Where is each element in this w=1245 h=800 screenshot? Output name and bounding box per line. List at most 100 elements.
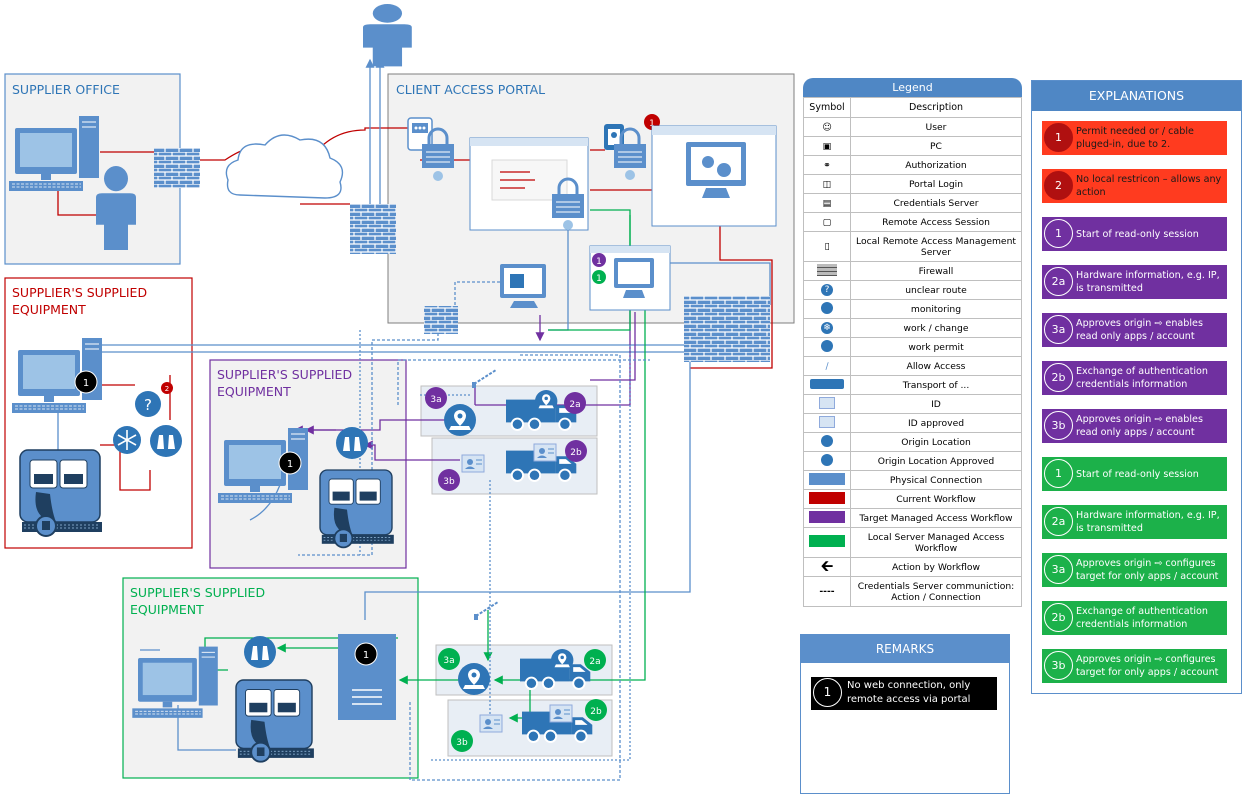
explanations-title: EXPLANATIONS (1032, 81, 1241, 111)
badge-green-2a (584, 649, 606, 671)
legend-row-label: ID (850, 394, 1022, 414)
explanation-number: 2b (1044, 363, 1073, 392)
legend-row-label: Credentials Server communiction: Action … (850, 576, 1022, 607)
purple-zone-analyzer-icon (319, 469, 395, 549)
badge-black-1-purple (278, 451, 302, 475)
badge-green-1-window-label: 1 (596, 274, 602, 284)
explanation-text: Approves origin ⇨ enables read only apps… (1076, 414, 1203, 438)
red-binoculars-icon (150, 425, 182, 457)
legend-title: Legend (803, 78, 1022, 97)
badge-black-1-red (74, 370, 98, 394)
explanation-number: 1 (1044, 219, 1073, 248)
badge-red-2-zone (161, 382, 173, 394)
badge-purple-3b (438, 469, 460, 491)
purple-truck-id-icon (533, 443, 557, 462)
supplier-office-firewall-icon (154, 148, 200, 188)
explanation-text: Hardware information, e.g. IP, is transm… (1076, 270, 1220, 294)
work-permit-icon (604, 124, 624, 150)
explanation-text: Approves origin ⇨ configures target for … (1076, 558, 1219, 582)
explanation-number: 3a (1044, 315, 1073, 344)
legend-row-label: work / change (850, 318, 1022, 338)
client-access-portal-title: CLIENT ACCESS PORTAL (396, 82, 545, 97)
remote-desktop-window (651, 125, 777, 227)
legend-location-approved-icon (803, 451, 851, 471)
legend-arrow-left-icon: 🡰 (803, 557, 851, 577)
legend-dashed-line-icon: ---- (803, 576, 851, 607)
badge-green-3b (451, 730, 473, 752)
green-binoculars-icon (244, 636, 276, 668)
badge-purple-1-window-label: 1 (596, 257, 602, 267)
legend-col-symbol: Symbol (803, 97, 851, 118)
legend-row-label: Current Workflow (850, 489, 1022, 509)
portal-user-icon (363, 4, 412, 67)
green-truck-location-icon (551, 649, 574, 672)
internet-cloud-icon (225, 134, 344, 199)
remark-number: 1 (813, 678, 842, 707)
badge-red-2-zone-label: 2 (165, 385, 169, 393)
legend-row-label: ID approved (850, 413, 1022, 433)
green-barrier-icon (473, 601, 499, 621)
legend-row-label: Target Managed Access Workflow (850, 508, 1022, 528)
portal-inner-firewall-icon (424, 306, 458, 334)
explanation-number: 2 (1044, 171, 1073, 200)
legend-row-label: work permit (850, 337, 1022, 357)
badge-purple-2a (564, 392, 586, 414)
explanation-text: Exchange of authentication credentials i… (1076, 606, 1208, 630)
legend-blue-swatch (803, 470, 851, 490)
legend-col-description: Description (850, 97, 1022, 118)
legend-row-label: Action by Workflow (850, 557, 1022, 577)
explanation-text: Permit needed or / cable pluged-in, due … (1076, 126, 1194, 150)
legend-portal-login-icon: ◫ (803, 174, 851, 194)
legend-credentials-server-icon: ▤ (803, 193, 851, 213)
explanation-number: 3a (1044, 555, 1073, 584)
legend-row-label: Authorization (850, 155, 1022, 175)
explanation-text: Start of read-only session (1076, 468, 1199, 480)
legend-snowflake-icon: ❄ (803, 318, 851, 338)
legend-row-label: Origin Location Approved (850, 451, 1022, 471)
permit-lock-key-icon (625, 170, 635, 180)
green-origin-location-icon (458, 663, 490, 695)
explanation-text: Approves origin ⇨ enables read only apps… (1076, 318, 1203, 342)
badge-green-2b (585, 699, 607, 721)
badge-green-2b-label: 2b (590, 707, 602, 717)
badge-black-1-green-label: 1 (363, 650, 369, 661)
green-id-approved-icon (479, 714, 503, 733)
badge-green-1-window (592, 270, 606, 284)
legend-row-label: Credentials Server (850, 193, 1022, 213)
badge-purple-2b (565, 440, 587, 462)
legend-question-icon: ? (803, 280, 851, 300)
legend-row-label: Local Server Managed Access Workflow (850, 527, 1022, 558)
legend-binoculars-icon (803, 299, 851, 319)
legend-lock-icon: ⚭ (803, 155, 851, 175)
remarks-panel: REMARKS 1 No web connection, only remote… (800, 634, 1010, 794)
legend-firewall-icon (803, 261, 851, 281)
explanation-text: Hardware information, e.g. IP, is transm… (1076, 510, 1220, 534)
badge-purple-3a-label: 3a (430, 395, 441, 405)
legend-id-approved-icon (803, 413, 851, 433)
explanation-number: 2a (1044, 507, 1073, 536)
badge-purple-2b-label: 2b (570, 448, 582, 458)
purple-truck-location-icon (535, 390, 558, 413)
badge-green-3a-label: 3a (443, 656, 454, 666)
badge-black-1-red-label: 1 (83, 378, 89, 389)
red-question-glyph: ? (144, 396, 152, 414)
legend-table: Symbol Description ☺User ▣PC ⚭Authorizat… (803, 97, 1022, 607)
session-lock-key-icon (563, 220, 573, 230)
legend-truck-icon (803, 375, 851, 395)
legend-user-icon: ☺ (803, 117, 851, 137)
green-zone-analyzer-icon (235, 679, 315, 763)
portal-login-icon (407, 117, 433, 151)
badge-purple-3b-label: 3b (443, 477, 455, 487)
purple-id-approved-icon (461, 454, 485, 473)
badge-green-3a (438, 648, 460, 670)
